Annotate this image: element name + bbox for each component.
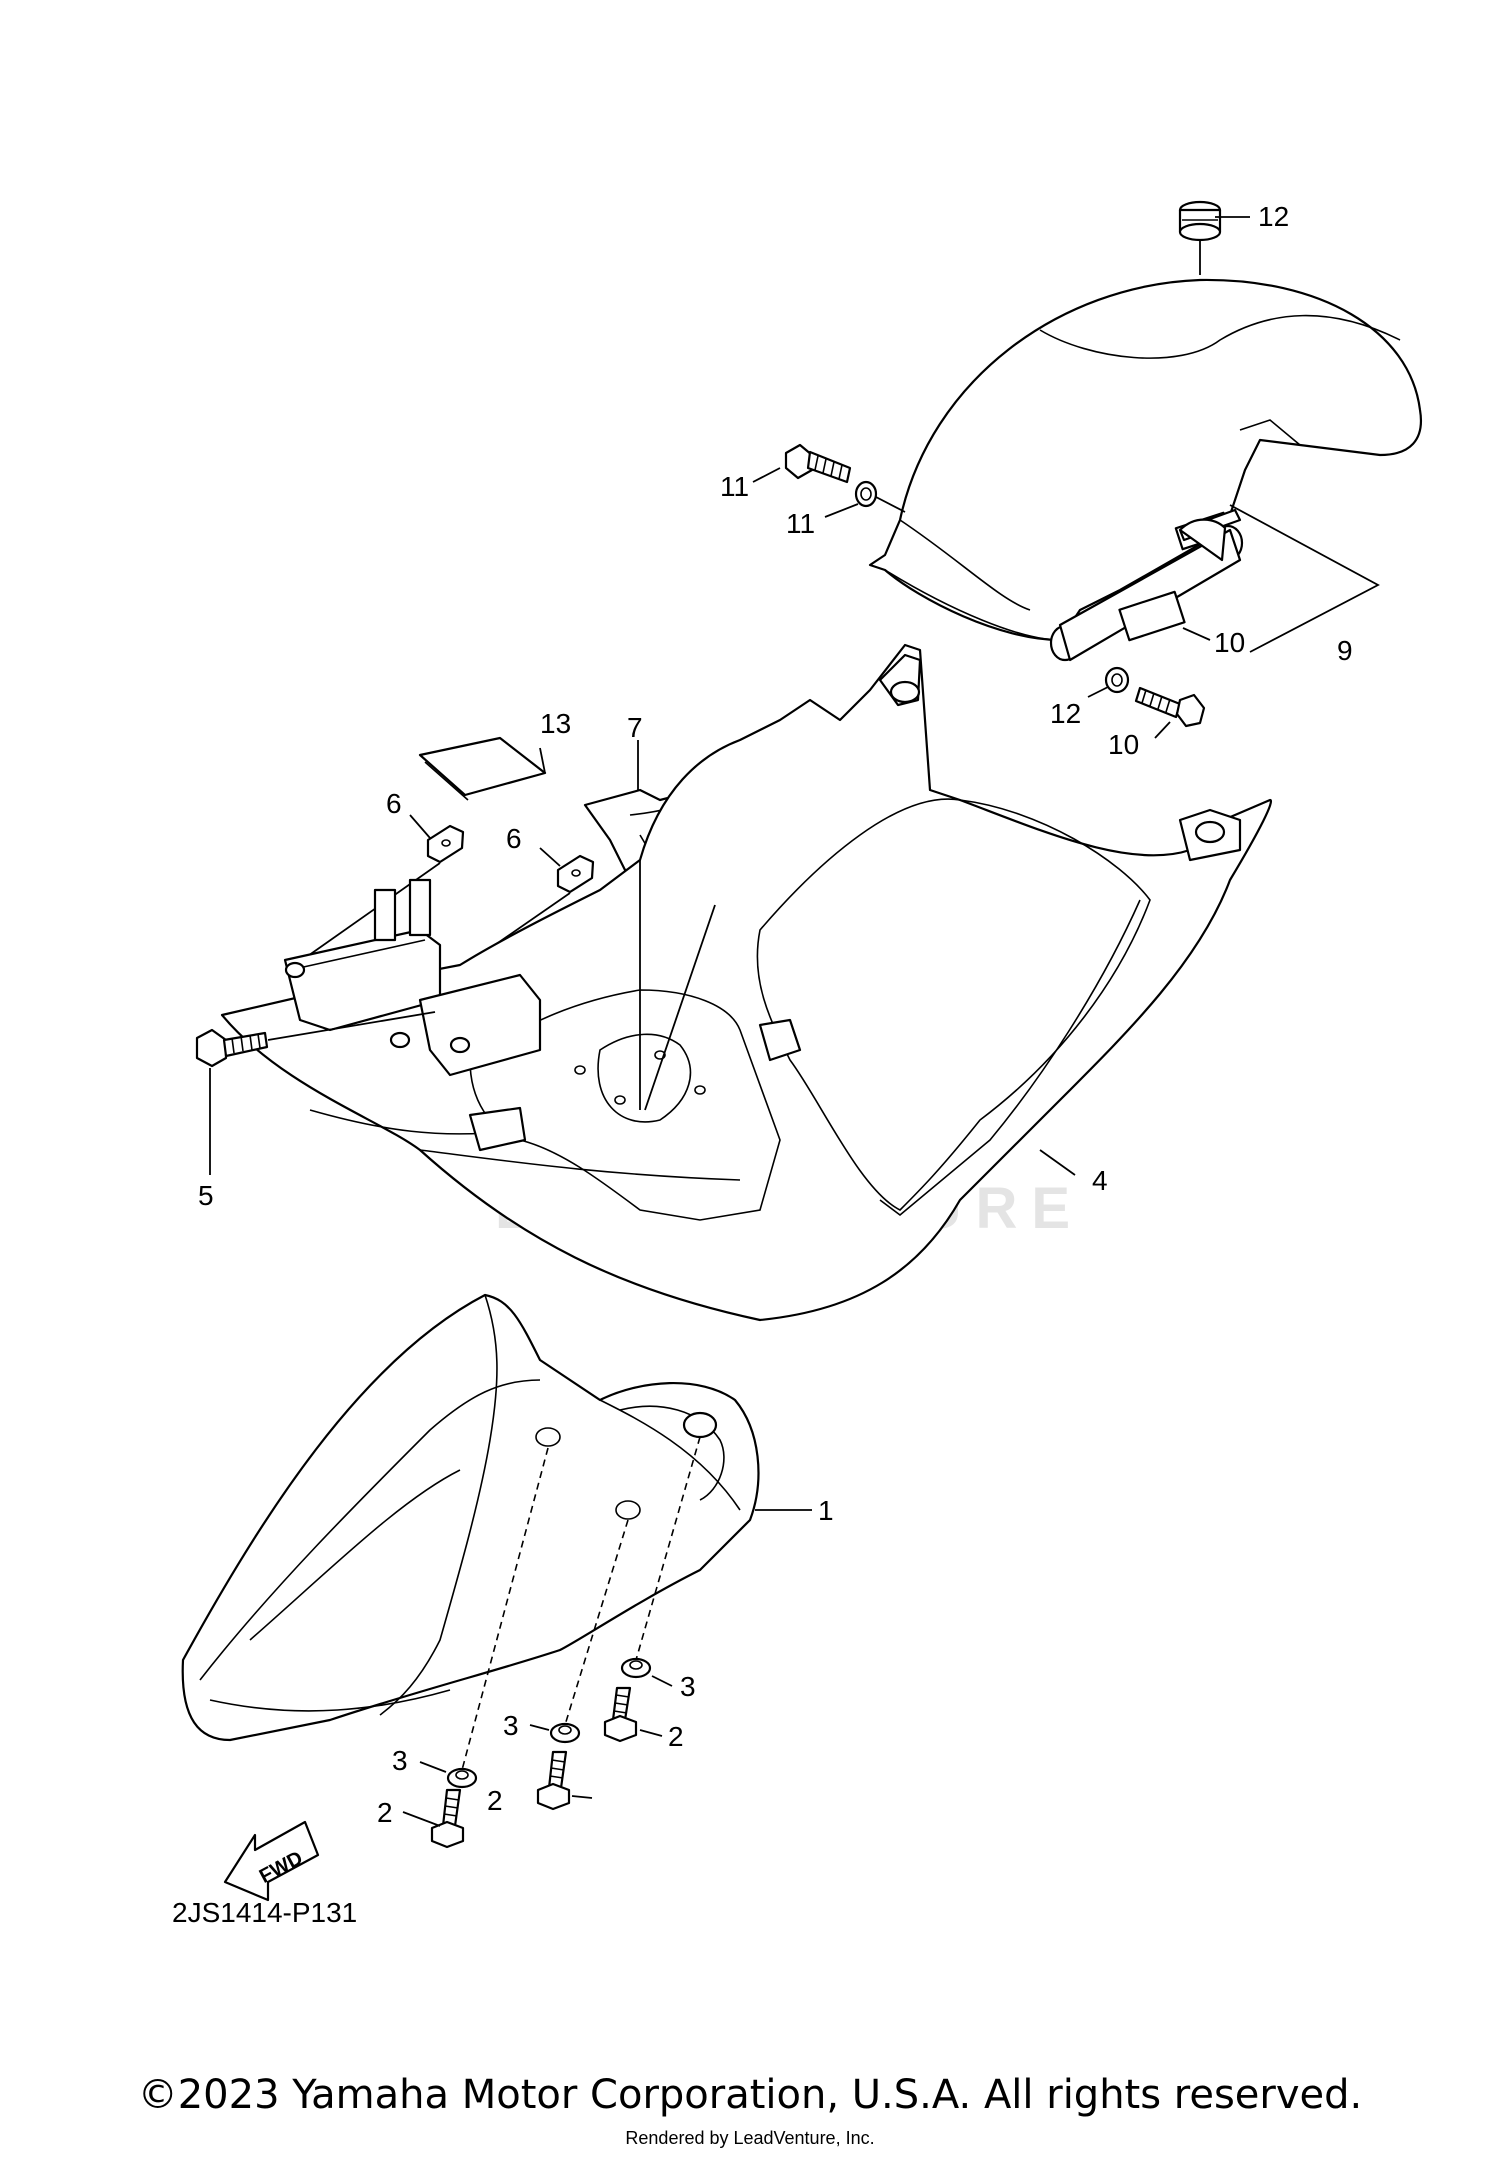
- callout-2a: 2: [668, 1721, 684, 1752]
- rear-cowl-4: [220, 643, 1273, 1322]
- bolt-5: [195, 1028, 269, 1068]
- grommet-12: [1178, 200, 1222, 275]
- clip-nut-6-right: [556, 854, 595, 894]
- bolt-10-top: [784, 443, 852, 484]
- collar-3c: [446, 1767, 478, 1789]
- bolt-2a: [603, 1686, 638, 1743]
- collar-3b: [549, 1722, 581, 1744]
- copyright-notice: ©2023 Yamaha Motor Corporation, U.S.A. A…: [137, 2072, 1363, 2118]
- collar-11-lower: [1104, 666, 1130, 694]
- callout-6-right: 6: [506, 823, 522, 854]
- callout-3c: 3: [392, 1745, 408, 1776]
- callout-12: 12: [1258, 201, 1289, 232]
- part-code: 2JS1414-P131: [172, 1897, 357, 1928]
- callout-3b: 3: [503, 1710, 519, 1741]
- bolt-2c: [430, 1788, 465, 1849]
- callout-11-top: 11: [786, 508, 815, 539]
- collar-3a: [620, 1657, 652, 1679]
- plate-13: [418, 736, 547, 801]
- callout-10-top: 11: [720, 471, 749, 502]
- callout-5: 5: [198, 1180, 214, 1211]
- callout-10-lower: 10: [1108, 729, 1139, 760]
- collar-11-top: [854, 480, 878, 508]
- callout-11-lower: 12: [1050, 698, 1081, 729]
- fwd-arrow-icon: FWD: [223, 1820, 320, 1902]
- callout-9: 10: [1214, 627, 1245, 658]
- front-fender-1: [181, 1293, 760, 1742]
- callout-7: 7: [627, 712, 643, 743]
- callout-1: 1: [818, 1495, 834, 1526]
- callout-4: 4: [1092, 1165, 1108, 1196]
- callout-13: 13: [540, 708, 571, 739]
- callout-2c: 2: [377, 1797, 393, 1828]
- bolt-10-lower: [1134, 686, 1206, 728]
- bolt-2b: [536, 1750, 571, 1811]
- callout-2b: 2: [487, 1785, 503, 1816]
- rendered-by-text: Rendered by LeadVenture, Inc.: [625, 2128, 875, 2148]
- callout-6-left: 6: [386, 788, 402, 819]
- rear-flap-8: [868, 278, 1423, 662]
- clip-nut-6-left: [426, 824, 465, 864]
- callout-8: 9: [1337, 635, 1353, 666]
- callout-3a: 3: [680, 1671, 696, 1702]
